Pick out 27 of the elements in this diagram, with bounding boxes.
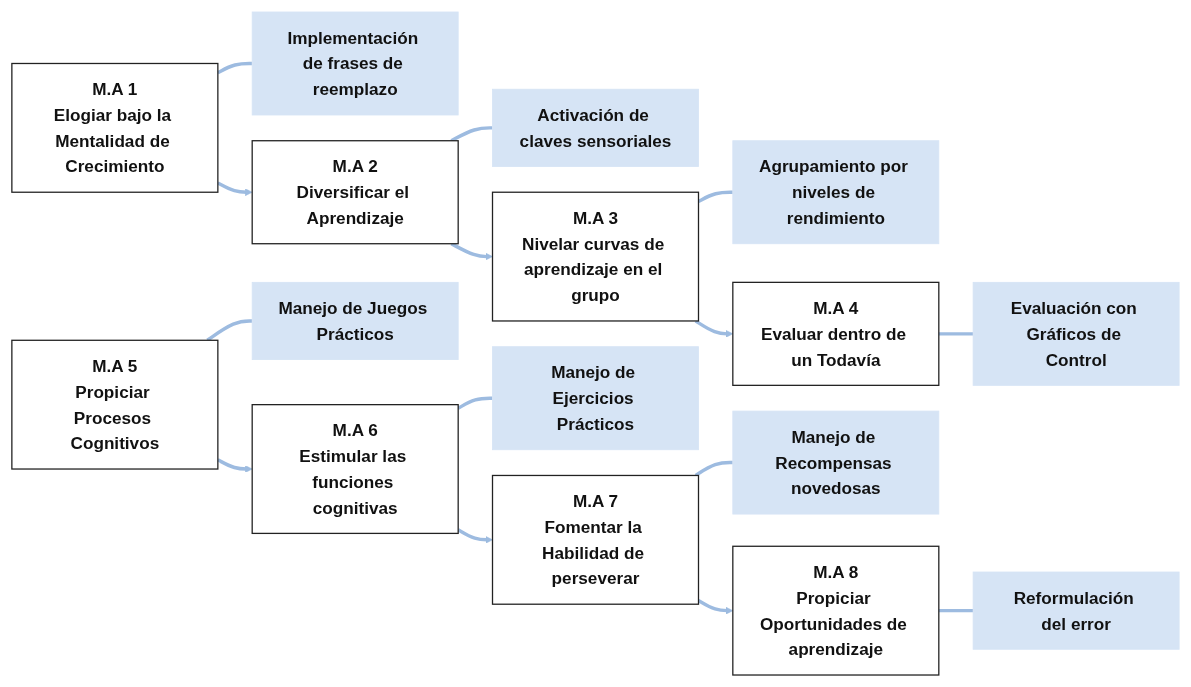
node-box: Agrupamiento por niveles de rendimiento	[732, 140, 940, 245]
connector	[206, 319, 253, 342]
node-box: Reformulación del error	[972, 571, 1180, 650]
node-box: Activación de claves sensoriales	[492, 88, 699, 167]
node-box: Manejo de Ejercicios Prácticos	[492, 346, 699, 451]
connector	[938, 608, 974, 613]
node-box: M.A 8 Propiciar Oportunidades de aprendizaje	[732, 545, 940, 676]
node-box: Manejo de Juegos Prácticos	[251, 281, 459, 360]
node-box: M.A 1 Elogiar bajo la Mentalidad de Crecimiento	[11, 62, 219, 193]
arrow	[457, 528, 493, 544]
node-box: M.A 5 Propiciar Procesos Cognitivos	[11, 339, 219, 470]
connector	[694, 460, 733, 477]
connector	[217, 61, 253, 75]
node-box: Evaluación con Gráficos de Control	[972, 281, 1180, 386]
node-box: M.A 3 Nivelar curvas de aprendizaje en el grupo	[491, 191, 700, 322]
arrow	[217, 458, 253, 473]
arrow	[450, 242, 493, 261]
node-box: M.A 2 Diversificar el Aprendizaje	[251, 140, 459, 245]
node-box: M.A 6 Estimular las funciones cognitivas	[251, 404, 459, 535]
node-box: Implementación de frases de reemplazo	[251, 11, 459, 116]
connector	[457, 396, 493, 410]
node-box: Manejo de Recompensas novedosas	[732, 410, 940, 515]
node-box: M.A 4 Evaluar dentro de un Todavía	[732, 281, 940, 386]
connector	[450, 126, 493, 143]
connector	[938, 332, 974, 336]
arrow	[217, 181, 253, 196]
node-box: M.A 7 Fomentar la Habilidad de perseverar	[491, 474, 700, 605]
